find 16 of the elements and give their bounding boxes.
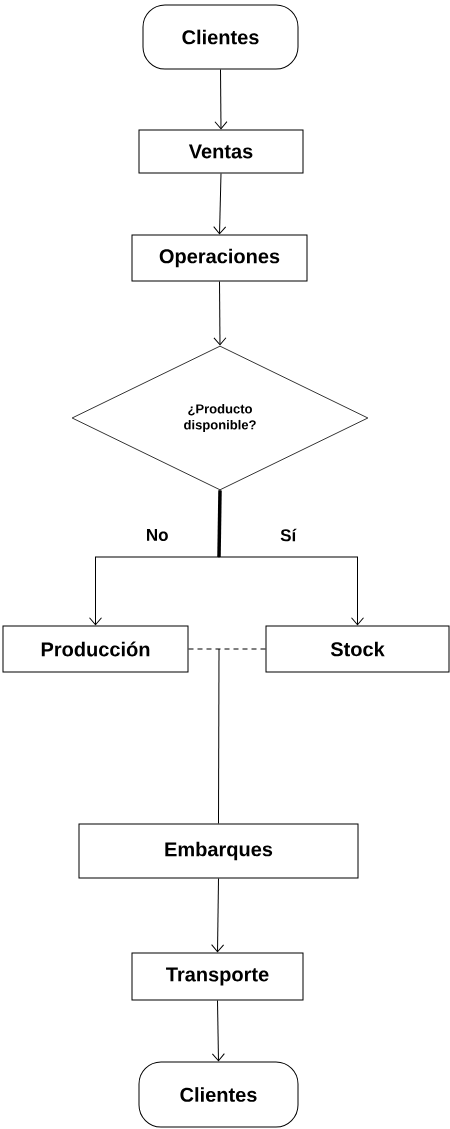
dashed-line <box>188 648 266 650</box>
process-box: Operaciones <box>131 234 308 282</box>
process-box: Embarques <box>78 823 359 879</box>
process-box: Transporte <box>131 952 304 1001</box>
arrow <box>213 281 227 346</box>
process-box: Producción <box>2 625 189 673</box>
arrow <box>211 1000 225 1062</box>
process-box: Stock <box>265 625 450 673</box>
connector-line <box>218 648 220 824</box>
arrow <box>211 878 225 953</box>
edge-label: Sí <box>279 527 298 543</box>
trunk-line <box>217 490 222 557</box>
arrow <box>213 173 227 235</box>
edge-label: No <box>144 528 170 542</box>
process-box: Ventas <box>138 129 304 174</box>
arrow <box>214 69 228 130</box>
